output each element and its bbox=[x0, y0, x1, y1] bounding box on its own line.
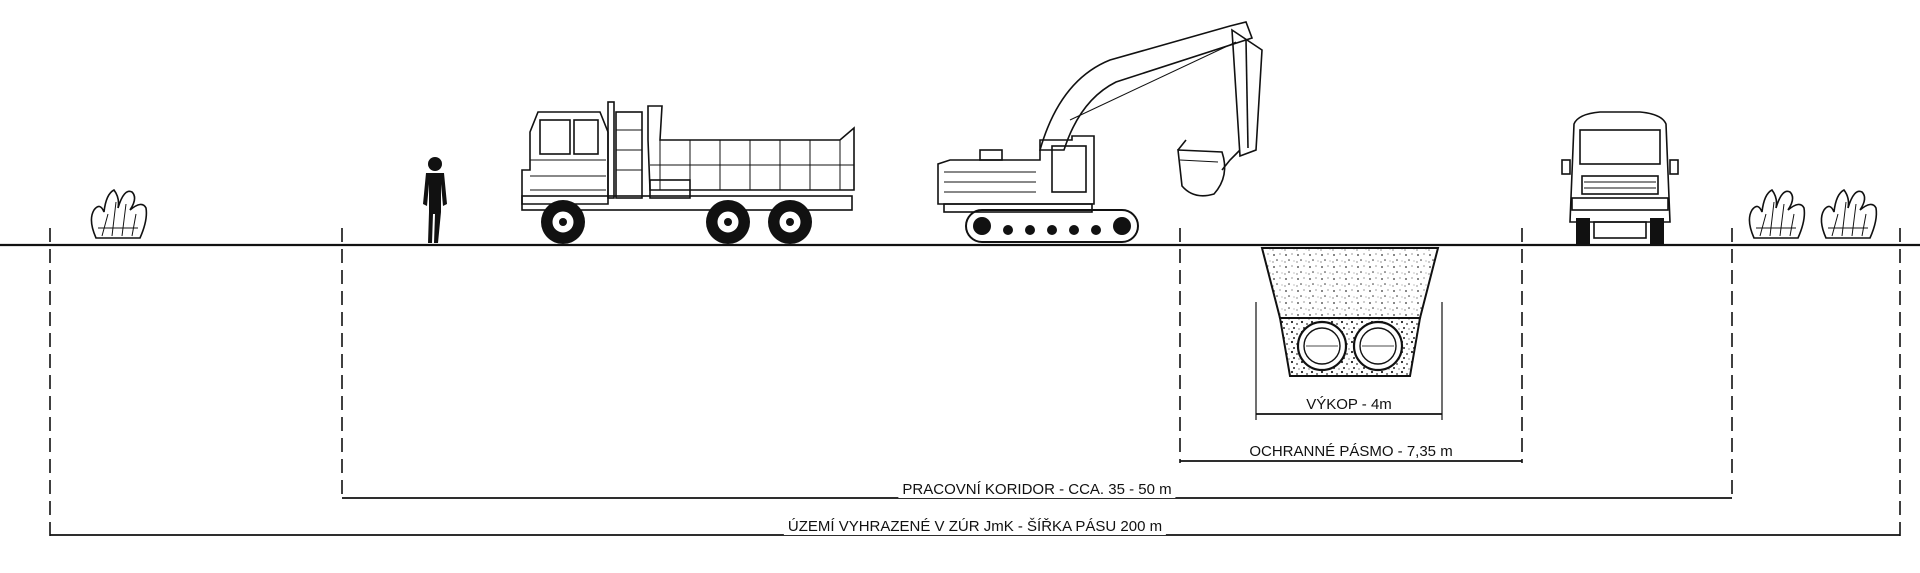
reserved-area-label: ÚZEMÍ VYHRAZENÉ V ZÚR JmK - ŠÍŘKA PÁSU 2… bbox=[783, 518, 1167, 535]
dump-truck-icon bbox=[521, 101, 855, 244]
van-icon bbox=[1561, 111, 1679, 244]
dimension-lines bbox=[50, 302, 1900, 536]
trench-upper-fill bbox=[1260, 247, 1440, 319]
trench-section bbox=[1260, 247, 1440, 377]
pipe-icon bbox=[1352, 320, 1404, 372]
boundary-lines bbox=[49, 228, 1901, 537]
excavation-label: VÝKOP - 4m bbox=[1302, 396, 1396, 413]
truck-wheel bbox=[541, 200, 585, 244]
truck-wheel bbox=[706, 200, 750, 244]
shrub-icon bbox=[1748, 188, 1806, 239]
protection-zone-label: OCHRANNÉ PÁSMO - 7,35 m bbox=[1245, 443, 1457, 460]
excavator-icon bbox=[937, 21, 1263, 243]
truck-wheel bbox=[768, 200, 812, 244]
pipe-icon bbox=[1296, 320, 1348, 372]
shrub-icon bbox=[1820, 188, 1878, 239]
shrub-icon bbox=[90, 188, 148, 239]
person-icon bbox=[423, 157, 447, 243]
work-corridor-label: PRACOVNÍ KORIDOR - CCA. 35 - 50 m bbox=[898, 481, 1176, 498]
